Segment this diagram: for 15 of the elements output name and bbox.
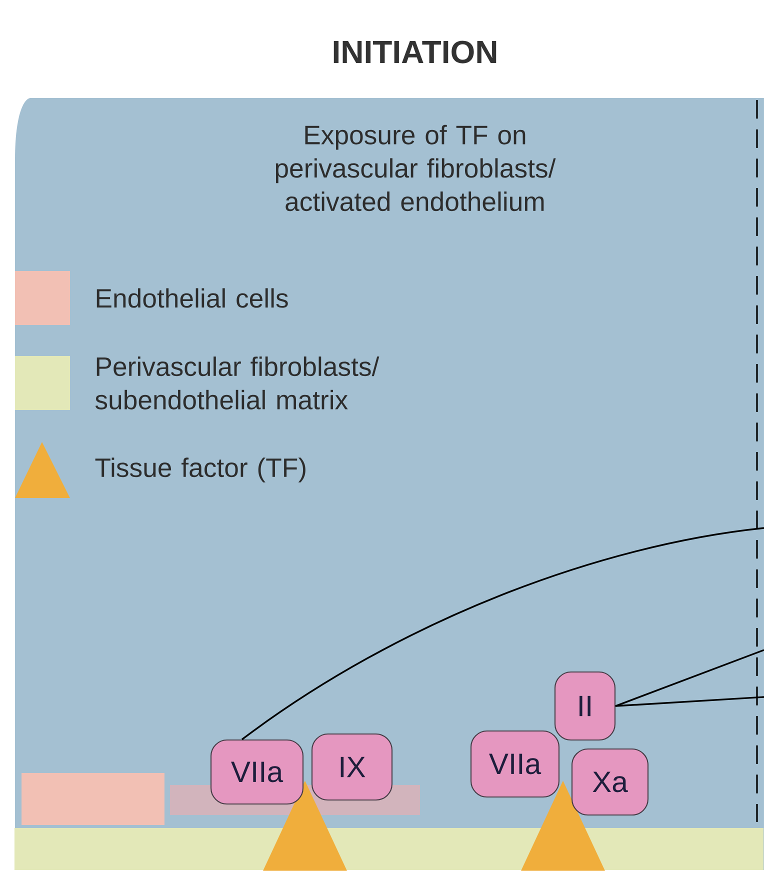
tissue-factor-triangle [263,780,347,871]
factor-box: IX [311,733,393,801]
endothelial-cell [22,773,164,825]
heading-text: Exposure of TF on perivascular fibroblasts/ activated endothelium [276,124,556,212]
legend-text: Perivascular fibroblasts/ subendothelial matrix [95,356,380,410]
title: INITIATION [334,40,496,64]
connector-line [615,649,764,707]
connector-line [242,527,764,740]
factor-box: II [554,671,616,741]
connector-line [615,696,764,707]
legend-text: Endothelial cells [96,288,288,308]
legend-text: Tissue factor (TF) [95,458,306,482]
factor-box: VIIa [470,730,560,798]
factor-box: Xa [571,748,649,816]
factor-box: VIIa [210,739,304,805]
